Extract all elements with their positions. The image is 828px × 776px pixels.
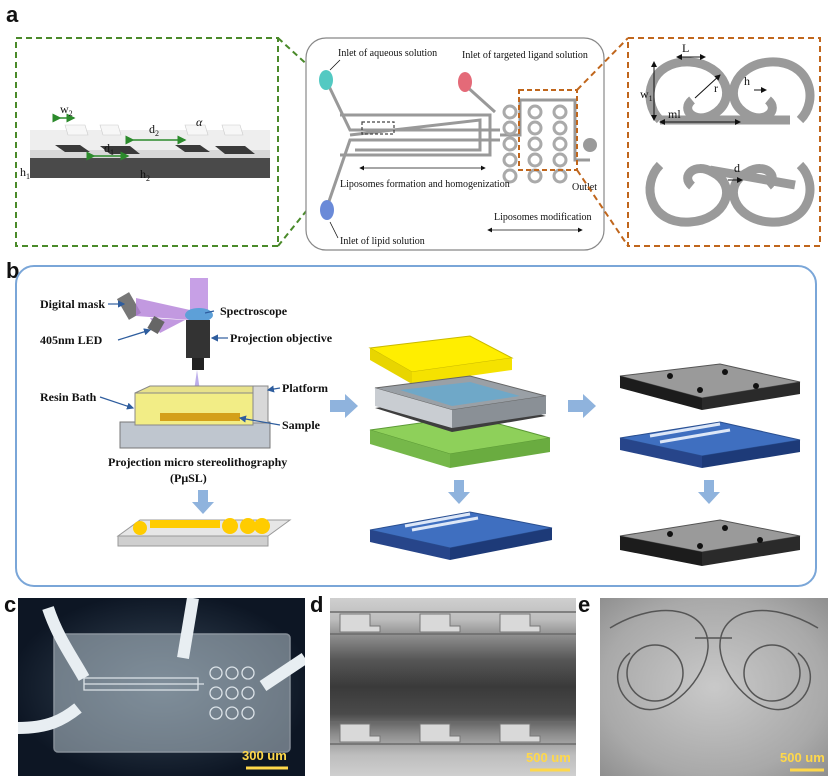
label-outlet: Outlet: [572, 182, 597, 193]
label-digital-mask: Digital mask: [40, 297, 105, 311]
label-r: r: [714, 81, 718, 95]
label-pusl-abbr: (PμSL): [170, 471, 207, 485]
scalebar-d-label: 500 um: [526, 750, 571, 765]
label-d: d: [734, 161, 740, 175]
label-modification: Liposomes modification: [494, 212, 592, 223]
scalebar-e-label: 500 um: [780, 750, 825, 765]
label-platform: Platform: [282, 381, 328, 395]
photo-micrograph-d: 500 um: [330, 598, 576, 776]
inlet-aqueous-dot: [319, 70, 333, 90]
label-alpha: α: [196, 115, 203, 129]
label-h: h: [744, 74, 750, 88]
label-inlet-aqueous: Inlet of aqueous solution: [338, 48, 437, 59]
panel-b-figure: Digital mask Spectroscope 405nm LED Proj…: [0, 258, 828, 588]
label-pusl: Projection micro stereolithography: [108, 455, 287, 469]
photo-micrograph-e: 500 um: [600, 598, 828, 776]
panel-a-figure: w2 d2 d1 α h1 h2 Inlet of aqueous soluti…: [0, 0, 828, 258]
panel-label-e: e: [578, 592, 590, 618]
photo-chip: 300 um: [18, 598, 305, 776]
label-inlet-ligand: Inlet of targeted ligand solution: [462, 50, 588, 61]
label-spectroscope: Spectroscope: [220, 304, 288, 318]
label-inlet-lipid: Inlet of lipid solution: [340, 236, 425, 247]
inlet-ligand-dot: [458, 72, 472, 92]
panel-label-d: d: [310, 592, 323, 618]
inlet-lipid-dot: [320, 200, 334, 220]
outlet-dot: [583, 138, 597, 152]
scalebar-c-label: 300 um: [242, 748, 287, 763]
panel-label-c: c: [4, 592, 16, 618]
label-projection-objective: Projection objective: [230, 331, 333, 345]
label-ml: ml: [668, 107, 681, 121]
label-405nm-led: 405nm LED: [40, 333, 103, 347]
label-formation: Liposomes formation and homogenization: [340, 179, 510, 190]
label-resin-bath: Resin Bath: [40, 390, 97, 404]
label-sample: Sample: [282, 418, 321, 432]
label-L: L: [682, 41, 689, 55]
